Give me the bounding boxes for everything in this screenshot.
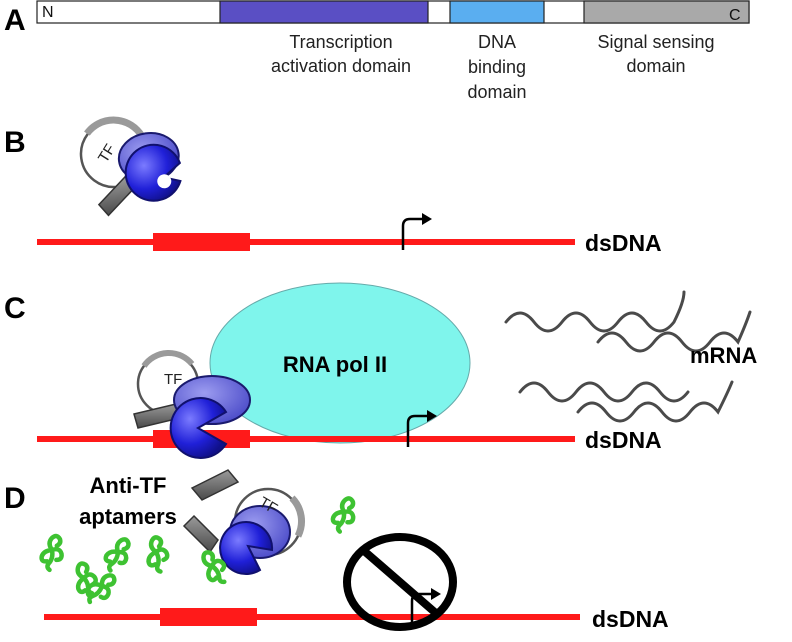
binding-site-box — [160, 608, 257, 626]
blocked-transcription-symbol — [343, 533, 457, 631]
promoter-arrowhead — [431, 588, 441, 600]
dna-binding-label-line2: binding — [468, 57, 526, 77]
signal-sensing-domain-segment — [583, 0, 750, 24]
binding-site-box — [153, 233, 250, 251]
promoter-arrow — [401, 217, 424, 250]
panel-c-tf: TF — [133, 349, 251, 459]
prohibition-slash — [360, 546, 441, 619]
prohibition-circle — [343, 533, 457, 631]
mrna-strand — [596, 310, 752, 353]
panel-c-tf-label: TF — [164, 371, 182, 388]
tf-lobe-rim — [289, 495, 305, 538]
aptamer-label-line1: Anti-TF — [90, 473, 167, 498]
dna-binding-label-line1: DNA — [478, 32, 516, 52]
dna-binding-label-line3: domain — [467, 82, 526, 102]
dna-binding-domain-segment — [449, 0, 545, 24]
panel-b-letter: B — [4, 126, 26, 159]
signal-sensing-label-line2: domain — [626, 56, 685, 76]
panel-d-tf-body — [190, 469, 291, 575]
aptamer-label-line2: aptamers — [79, 504, 177, 529]
mrna-strands — [504, 290, 752, 423]
tf-binding-pocket — [157, 174, 172, 189]
tf-binding-pacman — [169, 397, 228, 459]
panel-d-dna: dsDNA — [44, 588, 669, 632]
panel-d-letter: D — [4, 482, 26, 515]
panel-b-dsdna-label: dsDNA — [585, 230, 662, 256]
aptamer — [145, 536, 170, 573]
promoter-arrow — [406, 414, 428, 447]
tf-binding-pacman — [219, 521, 274, 575]
tf-stalk-d — [190, 469, 240, 501]
n-terminus-label: N — [42, 4, 54, 21]
rna-polymerase-ii — [209, 282, 471, 444]
mrna-strand — [576, 380, 734, 423]
tf-lobe-rim — [84, 116, 145, 138]
panel-b-dna: dsDNA — [37, 213, 662, 256]
panel-d-tf-label: TF — [256, 494, 280, 518]
mrna-label: mRNA — [690, 343, 757, 368]
aptamer — [330, 496, 358, 534]
transcription-activation-label-line1: Transcription — [289, 32, 392, 52]
mrna-strand — [504, 290, 686, 333]
protein-domain-bar: N C — [36, 0, 750, 24]
aptamer — [101, 535, 133, 575]
tf-stalk — [182, 514, 219, 554]
panel-c-letter: C — [4, 292, 26, 325]
promoter-arrowhead — [422, 213, 432, 225]
panel-c-dsdna-label: dsDNA — [585, 427, 662, 453]
rna-pol-ii-label: RNA pol II — [283, 352, 387, 377]
promoter-arrowhead — [427, 410, 437, 422]
panel-a-letter: A — [4, 4, 26, 37]
panel-b-tf: TF — [79, 116, 182, 217]
panel-d-dsdna-label: dsDNA — [592, 606, 669, 632]
transcription-activation-domain-segment — [219, 0, 429, 24]
tf-lobe-rim — [141, 349, 195, 368]
mrna-strand — [518, 381, 690, 403]
transcription-activation-label-line2: activation domain — [271, 56, 411, 76]
aptamer — [40, 534, 65, 571]
signal-sensing-label-line1: Signal sensing — [597, 32, 714, 52]
c-terminus-label: C — [729, 7, 741, 24]
